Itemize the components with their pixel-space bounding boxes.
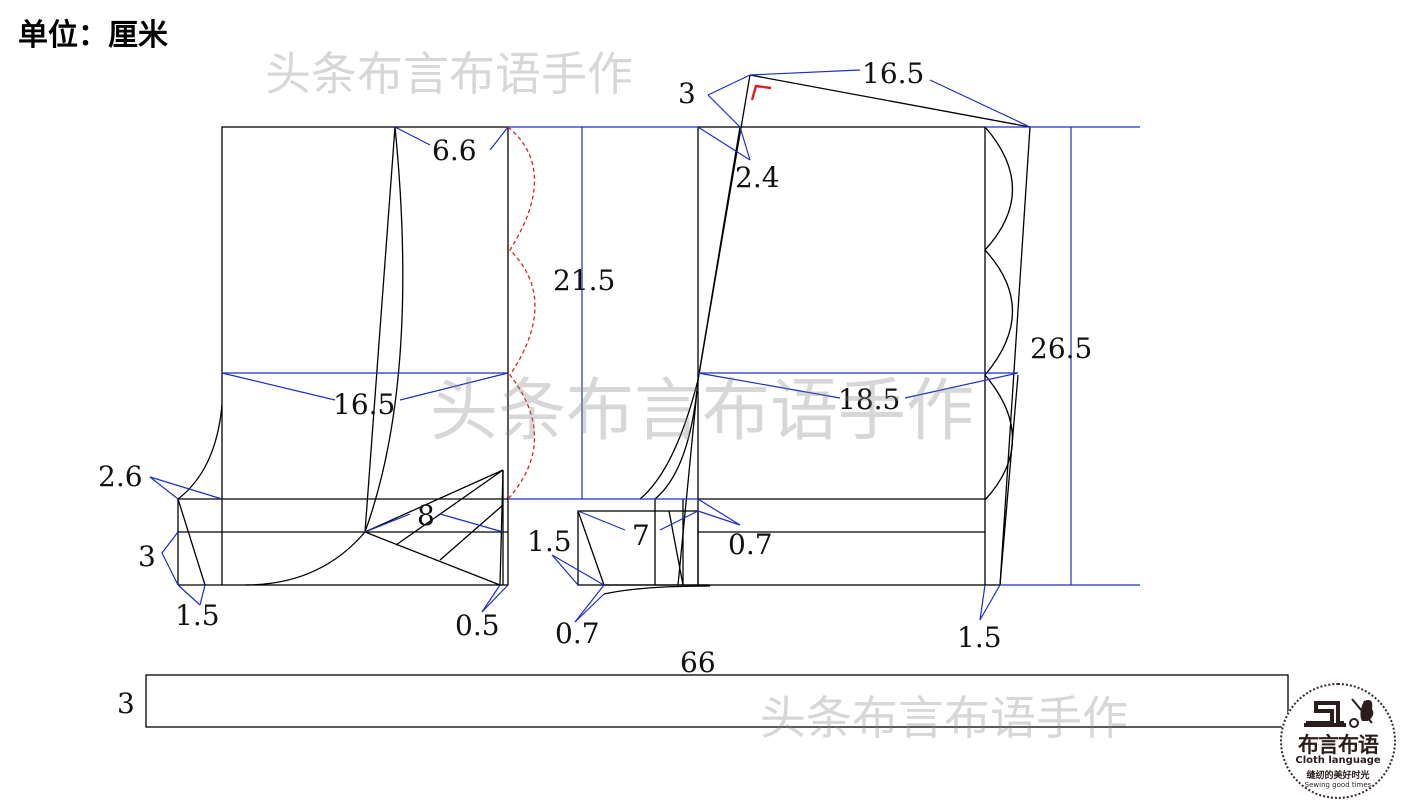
label-26-5: 26.5 — [1030, 332, 1092, 365]
back-panel-outline — [697, 126, 986, 586]
brand-logo: 布言布语 Cloth language 缝纫的美好时光 Sewing good … — [1280, 683, 1396, 799]
label-8: 8 — [417, 499, 435, 532]
label-0-5: 0.5 — [455, 609, 500, 642]
label-2-6: 2.6 — [98, 460, 143, 493]
label-3-left: 3 — [138, 540, 156, 573]
dimension-labels: 6.6 21.5 16.5 3 2.4 26.5 16.5 18.5 2.6 8… — [98, 57, 1092, 720]
logo-tagline: Sewing good times — [1304, 781, 1372, 789]
label-21-5: 21.5 — [553, 264, 615, 297]
label-2-4: 2.4 — [735, 161, 780, 194]
label-0-7-bottom: 0.7 — [555, 617, 600, 650]
label-6-6: 6.6 — [432, 134, 477, 167]
label-1-5-left: 1.5 — [175, 599, 220, 632]
front-panel-outline — [221, 126, 509, 586]
right-angle-marker — [750, 84, 772, 101]
guide-lines — [149, 69, 1140, 623]
label-18-5: 18.5 — [838, 383, 900, 416]
pattern-outlines — [145, 74, 1289, 728]
logo-chinese-text: 布言布语 — [1298, 733, 1379, 757]
waistband-outline — [145, 674, 1289, 728]
sewing-machine-icon — [1304, 698, 1374, 728]
label-1-5-mid: 1.5 — [527, 525, 572, 558]
label-16-5-mid: 16.5 — [333, 388, 395, 421]
label-3-top: 3 — [678, 77, 696, 110]
logo-english-text: Cloth language — [1295, 755, 1381, 766]
logo-subtitle: 缝纫的美好时光 — [1306, 771, 1370, 781]
label-66: 66 — [680, 646, 716, 679]
label-0-7-right: 0.7 — [728, 528, 773, 561]
label-1-5-right: 1.5 — [957, 621, 1002, 654]
label-16-5-top: 16.5 — [862, 57, 924, 90]
page-title: 单位：厘米 — [18, 18, 168, 53]
dashed-curve — [507, 126, 536, 500]
label-3-band: 3 — [117, 687, 135, 720]
label-7: 7 — [632, 519, 650, 552]
